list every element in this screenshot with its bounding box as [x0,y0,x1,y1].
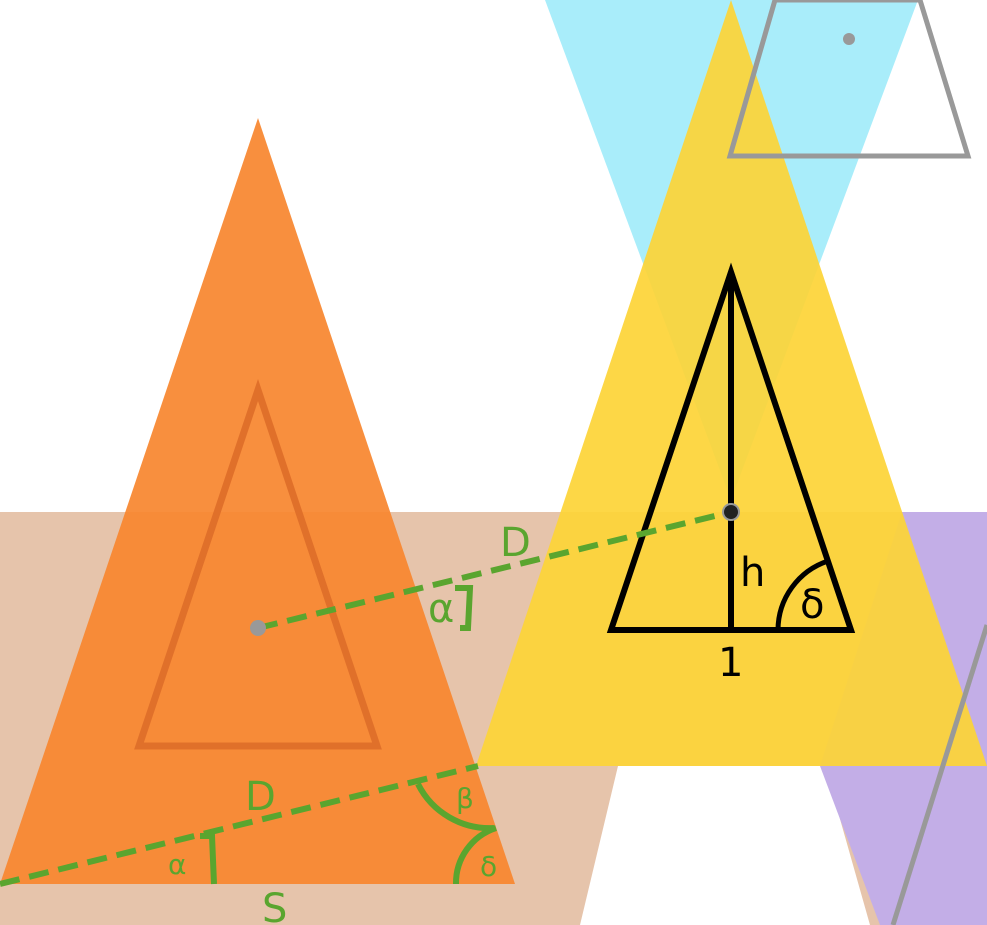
white-inverted-wedge [580,766,870,925]
label-delta-upper: δ [800,582,824,628]
beta-angle-arc [415,782,495,832]
label-beta: β [456,782,474,815]
label-alpha-upper: α [428,586,454,632]
alpha-angle-arc-upper [455,585,474,631]
orange-large-triangle [0,118,515,884]
gray-outline-triangle [726,0,972,159]
label-alpha-lower: α [168,848,186,881]
gray-dot-top [843,33,855,45]
alpha-angle-arc-lower [200,833,217,885]
label-s: S [262,886,287,925]
delta-angle-arc-upper [775,558,829,631]
delta-angle-arc-lower [452,825,498,885]
dashed-line-upper-d [257,509,732,631]
orange-inner-outline-triangle [134,378,382,750]
gray-diagonal-line [890,624,987,925]
label-one: 1 [718,640,743,686]
label-h: h [740,550,765,596]
gray-center-dot [250,620,266,636]
label-d-upper: D [500,520,531,566]
black-center-dot [722,503,740,521]
dashed-line-lower-d [0,763,479,887]
label-d-lower: D [245,774,276,820]
label-delta-lower: δ [480,850,497,883]
